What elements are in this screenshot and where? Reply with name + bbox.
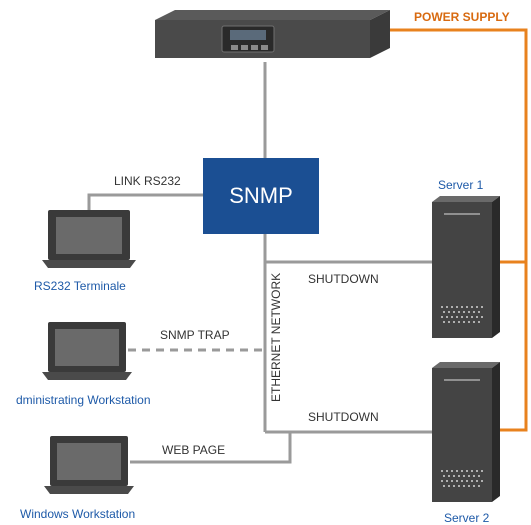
rs232-terminal-laptop-icon: [42, 210, 136, 268]
shutdown-label-1: SHUTDOWN: [308, 272, 379, 286]
ups-device-icon: [155, 10, 390, 58]
server-1-icon: [432, 196, 500, 338]
ethernet-network-label: ETHERNET NETWORK: [269, 272, 283, 402]
rs232-terminal-label: RS232 Terminale: [34, 279, 126, 293]
snmp-trap-label: SNMP TRAP: [160, 328, 230, 342]
windows-workstation-label: Windows Workstation: [20, 507, 136, 521]
server-2-icon: [432, 362, 500, 502]
windows-workstation-laptop-icon: [44, 436, 134, 494]
power-supply-label: POWER SUPPLY: [414, 10, 510, 24]
shutdown-label-2: SHUTDOWN: [308, 410, 379, 424]
server-1-label: Server 1: [438, 178, 484, 192]
network-lines: [87, 62, 432, 464]
admin-workstation-label: dministrating Workstation: [16, 393, 151, 407]
server-2-label: Server 2: [444, 511, 490, 525]
link-rs232-label: LINK RS232: [114, 174, 181, 188]
snmp-box: SNMP: [203, 158, 319, 234]
power-supply-lines: [388, 28, 528, 432]
snmp-label: SNMP: [229, 183, 293, 208]
admin-workstation-laptop-icon: [42, 322, 132, 380]
web-page-label: WEB PAGE: [162, 443, 226, 457]
